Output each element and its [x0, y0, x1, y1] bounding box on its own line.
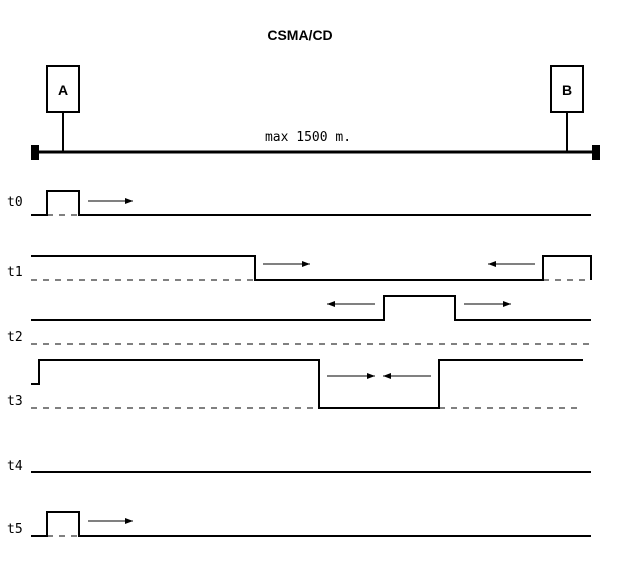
- timeline-t1: [31, 255, 592, 281]
- diagram-title: CSMA/CD: [267, 27, 332, 43]
- time-label-t3: t3: [7, 394, 23, 409]
- station-a-label: A: [58, 82, 68, 98]
- bus-cable: [31, 145, 600, 160]
- station-b-label: B: [562, 82, 572, 98]
- timeline-t2: [31, 295, 591, 345]
- time-label-t4: t4: [7, 459, 23, 474]
- timeline-t3: [31, 359, 583, 409]
- timeline-t0: [31, 190, 591, 216]
- time-label-t2: t2: [7, 330, 23, 345]
- terminator-right: [592, 145, 600, 160]
- timeline-t5: [31, 511, 591, 537]
- terminator-left: [31, 145, 39, 160]
- time-label-t1: t1: [7, 265, 23, 280]
- station-b: B: [550, 65, 584, 152]
- time-label-t0: t0: [7, 195, 23, 210]
- time-label-t5: t5: [7, 522, 23, 537]
- station-a: A: [46, 65, 80, 152]
- bus-length-label: max 1500 m.: [265, 130, 351, 145]
